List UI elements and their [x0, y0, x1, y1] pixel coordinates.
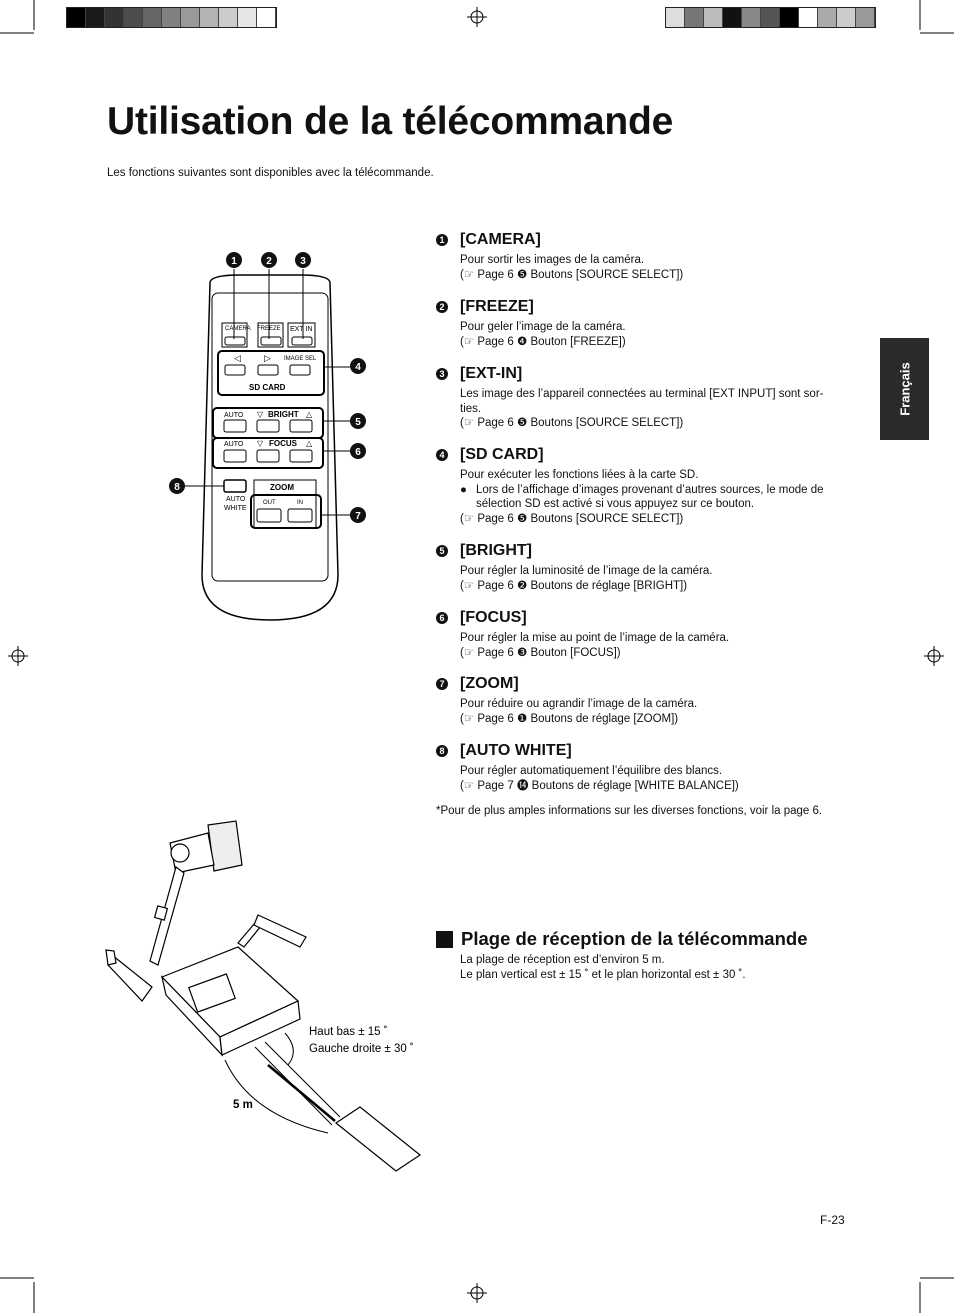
section-body: La plage de réception est d’environ 5 m.… [460, 953, 746, 983]
angle-label-horizontal: Gauche droite ± 30 ˚ [309, 1043, 414, 1055]
square-bullet-icon [436, 930, 453, 948]
document-camera-illustration: 5 m Haut bas ± 15 ˚ Gauche droite ± 30 ˚ [105, 820, 422, 1172]
item-line: (☞ Page 6 ❺ Boutons [SOURCE SELECT]) [460, 268, 684, 281]
section-line: Le plan vertical est ± 15 ˚ et le plan h… [460, 969, 746, 981]
item-number: 6 [436, 612, 448, 624]
item-line: ties. [460, 402, 482, 415]
item-line: Pour exécuter les fonctions liées à la c… [460, 469, 699, 481]
item-line: (☞ Page 6 ❹ Bouton [FREEZE]) [460, 335, 626, 348]
distance-label: 5 m [233, 1099, 253, 1111]
bright-auto-label: AUTO [224, 412, 244, 419]
right-arrow-label: ▷ [264, 353, 271, 363]
item-number: 3 [436, 368, 448, 380]
item-camera: 1 [CAMERA] Pour sortir les images de la c… [436, 230, 856, 282]
angle-label-vertical: Haut bas ± 15 ˚ [309, 1026, 388, 1038]
item-sd-card: 4 [SD CARD] Pour exécuter les fonctions l… [436, 445, 856, 526]
focus-up-label: △ [306, 439, 313, 448]
item-title: [EXT-IN] [460, 365, 523, 382]
zoom-in-label: IN [297, 500, 303, 506]
item-line: Pour régler la mise au point de l’image … [460, 632, 730, 644]
item-line: Pour geler l’image de la caméra. [460, 321, 626, 333]
bright-up-label: △ [306, 410, 313, 419]
item-line: (☞ Page 7 ⓮ Boutons de réglage [WHITE BA… [460, 779, 739, 792]
color-calibration-bar-right [665, 7, 876, 28]
item-bullet-line: Lors de l’affichage d’images provenant d… [476, 483, 824, 496]
section-heading: Plage de réception de la télécommande [436, 928, 807, 950]
item-number: 1 [436, 234, 448, 246]
language-tab: Français [880, 338, 929, 440]
item-title: [FOCUS] [460, 609, 527, 626]
ext-in-button-label: EXT IN [290, 326, 312, 333]
item-title: [BRIGHT] [460, 542, 532, 559]
image-sel-label: IMAGE SEL [284, 356, 317, 362]
item-line: Pour sortir les images de la caméra. [460, 254, 645, 266]
intro-text: Les fonctions suivantes sont disponibles… [107, 167, 434, 179]
item-title: [FREEZE] [460, 298, 534, 315]
bright-down-label: ▽ [257, 410, 264, 419]
item-line: (☞ Page 6 ❸ Bouton [FOCUS]) [460, 646, 621, 659]
zoom-out-label: OUT [263, 500, 276, 506]
item-title: [AUTO WHITE] [460, 742, 572, 759]
item-number: 5 [436, 545, 448, 557]
item-title: [SD CARD] [460, 446, 544, 463]
item-line: (☞ Page 6 ❺ Boutons [SOURCE SELECT]) [460, 417, 684, 429]
auto-white-label-2: WHITE [224, 505, 247, 512]
camera-button-label: CAMERA [225, 326, 251, 332]
item-auto-white: 8 [AUTO WHITE] Pour régler automatiquemen… [436, 741, 856, 793]
item-bright: 5 [BRIGHT] Pour régler la luminosité de l… [436, 541, 856, 593]
auto-white-label-1: AUTO [226, 496, 246, 503]
zoom-label: ZOOM [270, 483, 294, 492]
item-number: 7 [436, 678, 448, 690]
item-line: Les image des l’appareil connectées au t… [460, 388, 824, 400]
item-title: [ZOOM] [460, 675, 519, 692]
item-title: [CAMERA] [460, 231, 541, 248]
item-freeze: 2 [FREEZE] Pour geler l’image de la camér… [436, 297, 856, 349]
sd-card-label: SD CARD [249, 383, 286, 392]
section-title: Plage de réception de la télécommande [461, 928, 808, 949]
callout-3: 3 [300, 256, 306, 267]
page-number: F-23 [820, 1213, 845, 1227]
page-title: Utilisation de la télécommande [107, 100, 674, 143]
item-number: 8 [436, 745, 448, 757]
section-line: La plage de réception est d’environ 5 m. [460, 954, 665, 966]
item-line: Pour réduire ou agrandir l’image de la c… [460, 698, 698, 710]
callout-8: 8 [174, 482, 180, 493]
callout-1: 1 [231, 256, 237, 267]
item-line: (☞ Page 6 ❷ Boutons de réglage [BRIGHT]) [460, 579, 688, 592]
callout-5: 5 [355, 417, 361, 428]
footnote: *Pour de plus amples informations sur le… [436, 805, 823, 817]
item-line: Pour régler la luminosité de l’image de … [460, 565, 713, 577]
language-tab-label: Français [897, 362, 913, 416]
remote-control-illustration: CAMERA FREEZE EXT IN ◁ ▷ IMAGE SEL SD CA… [169, 252, 366, 621]
focus-auto-label: AUTO [224, 441, 244, 448]
callout-2: 2 [266, 256, 272, 267]
item-line: Pour régler automatiquement l’équilibre … [460, 765, 723, 777]
item-line: (☞ Page 6 ❶ Boutons de réglage [ZOOM]) [460, 712, 679, 725]
callout-7: 7 [355, 511, 361, 522]
item-bullet-line: sélection SD est activé si vous appuyez … [476, 498, 755, 510]
focus-down-label: ▽ [257, 439, 264, 448]
item-focus: 6 [FOCUS] Pour régler la mise au point de… [436, 608, 856, 660]
item-bullet-ref: (☞ Page 6 ❺ Boutons [SOURCE SELECT]) [460, 512, 684, 525]
bright-label: BRIGHT [268, 410, 299, 419]
callout-6: 6 [355, 447, 361, 458]
left-arrow-label: ◁ [234, 353, 241, 363]
item-number: 2 [436, 301, 448, 313]
item-zoom: 7 [ZOOM] Pour réduire ou agrandir l’image… [436, 674, 856, 726]
item-number: 4 [436, 449, 448, 461]
color-calibration-bar-left [66, 7, 277, 28]
focus-label: FOCUS [269, 439, 298, 448]
item-ext-in: 3 [EXT-IN] Les image des l’appareil conne… [436, 364, 856, 431]
callout-4: 4 [355, 362, 361, 373]
